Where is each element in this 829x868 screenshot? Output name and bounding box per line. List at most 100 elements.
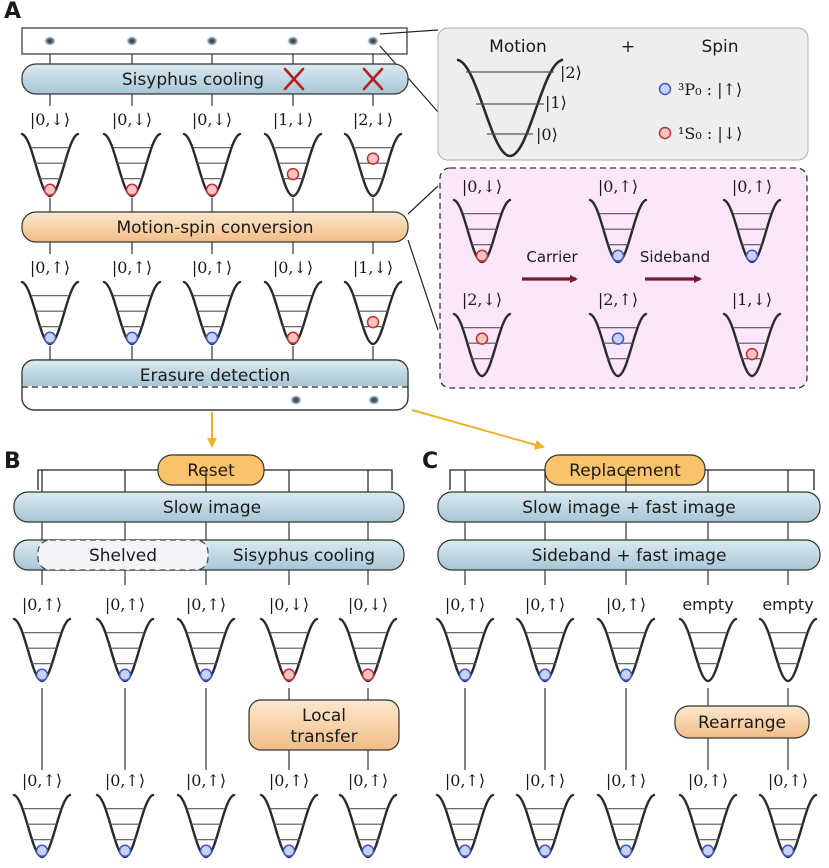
potential-well (343, 132, 403, 198)
state-ket: |0,↑⟩ (105, 771, 145, 790)
zoom-line (379, 29, 439, 35)
potential-well (722, 198, 782, 264)
potential-well (95, 793, 155, 859)
potential-well (588, 312, 648, 378)
potential-well (758, 617, 818, 683)
shelved-box (37, 539, 209, 571)
state-ket: |0,↑⟩ (688, 771, 728, 790)
slow-image-bar (13, 491, 405, 523)
sisyphus-cooling-bar (21, 63, 409, 95)
potential-well (182, 132, 242, 198)
potential-well (678, 793, 738, 859)
state-ket: |0,↑⟩ (606, 771, 646, 790)
slow-image-label: Slow image (163, 498, 261, 518)
arrow-to-replacement (411, 409, 545, 450)
potential-well (435, 617, 495, 683)
state-ket: |0,↑⟩ (732, 177, 772, 196)
level-label-0: |0⟩ (536, 125, 558, 144)
potential-well (263, 132, 323, 198)
atom-spot (367, 36, 379, 46)
state-ket: |0,↑⟩ (598, 177, 638, 196)
spin-up-atom (361, 844, 375, 858)
spin-down-atom (366, 152, 380, 165)
spin-up-atom (619, 844, 633, 858)
spin-down-atom (475, 332, 489, 345)
spin-up-atom (458, 668, 472, 682)
state-ket: |1,↓⟩ (353, 258, 393, 277)
zoom-line (407, 239, 439, 331)
state-ket: empty (762, 595, 813, 614)
state-ket: |2,↑⟩ (598, 290, 638, 309)
potential-well (176, 793, 236, 859)
sisyphus-cooling-label: Sisyphus cooling (122, 70, 264, 90)
potential-well (343, 280, 403, 346)
state-ket: |0,↑⟩ (269, 771, 309, 790)
potential-well (452, 198, 512, 264)
state-ket: |0,↑⟩ (22, 595, 62, 614)
panel-letter-b: B (4, 449, 21, 474)
spin-up-atom (745, 249, 759, 263)
potential-well (259, 617, 319, 683)
motion-spin-conversion-label: Motion-spin conversion (116, 218, 313, 238)
rearrange-box (674, 705, 810, 739)
spin-up-legend-atom (658, 82, 672, 96)
potential-well (102, 132, 162, 198)
spin-up-atom (118, 844, 132, 858)
state-ket: |0,↓⟩ (269, 595, 309, 614)
potential-well (182, 280, 242, 346)
state-ket: |0,↓⟩ (192, 110, 232, 129)
potential-well (20, 132, 80, 198)
shelved-label: Shelved (89, 546, 157, 566)
spin-down-atom (366, 315, 380, 329)
spin-up-atom (781, 844, 795, 858)
potential-well (20, 280, 80, 346)
spin-up-atom (199, 844, 213, 858)
potential-well (338, 617, 398, 683)
sideband-fast-image-bar (437, 539, 821, 571)
potential-well (452, 312, 512, 378)
potential-well (102, 280, 162, 346)
spin-down-atom (286, 331, 300, 345)
potential-well (596, 793, 656, 859)
spin-up-atom (35, 668, 49, 682)
local-transfer-label-line2: transfer (290, 727, 357, 747)
state-ket: |0,↑⟩ (105, 595, 145, 614)
potential-well (678, 617, 738, 683)
panel-letter-a: A (4, 0, 21, 24)
replacement-label: Replacement (569, 461, 681, 481)
sisyphus-cooling-label-b: Sisyphus cooling (233, 546, 375, 566)
state-ket: |0,↑⟩ (606, 595, 646, 614)
spin-up-atom (458, 844, 472, 858)
spin-down-atom (286, 167, 300, 181)
potential-well (515, 793, 575, 859)
spin-up-atom (282, 844, 296, 858)
potential-well (176, 617, 236, 683)
panel-letter-c: C (422, 449, 438, 474)
state-ket: |1,↓⟩ (732, 290, 772, 309)
cross-icon (362, 67, 384, 91)
state-ket: |0,↓⟩ (30, 110, 70, 129)
spin-up-atom (538, 844, 552, 858)
spin-up-atom (43, 331, 57, 345)
potential-well (588, 198, 648, 264)
spin-title: Spin (701, 37, 738, 57)
erasure-atom-spot (290, 395, 302, 405)
state-ket: |2,↓⟩ (462, 290, 502, 309)
state-ket: empty (682, 595, 733, 614)
rearrange-label: Rearrange (698, 713, 786, 733)
atom-spot (287, 36, 299, 46)
zoom-line (379, 45, 439, 113)
potential-well (515, 617, 575, 683)
carrier-label: Carrier (526, 248, 578, 266)
erasure-detection-bar (22, 360, 408, 386)
motion-title: Motion (489, 37, 547, 57)
state-ket: |0,↑⟩ (525, 771, 565, 790)
spin-up-atom (619, 668, 633, 682)
spin-down-atom (43, 183, 57, 197)
reset-label-box (157, 454, 265, 486)
motion-spin-conversion-bar (21, 211, 409, 243)
spin-up-atom (205, 331, 219, 345)
state-ket: |0,↑⟩ (30, 258, 70, 277)
spin-up-atom (199, 668, 213, 682)
